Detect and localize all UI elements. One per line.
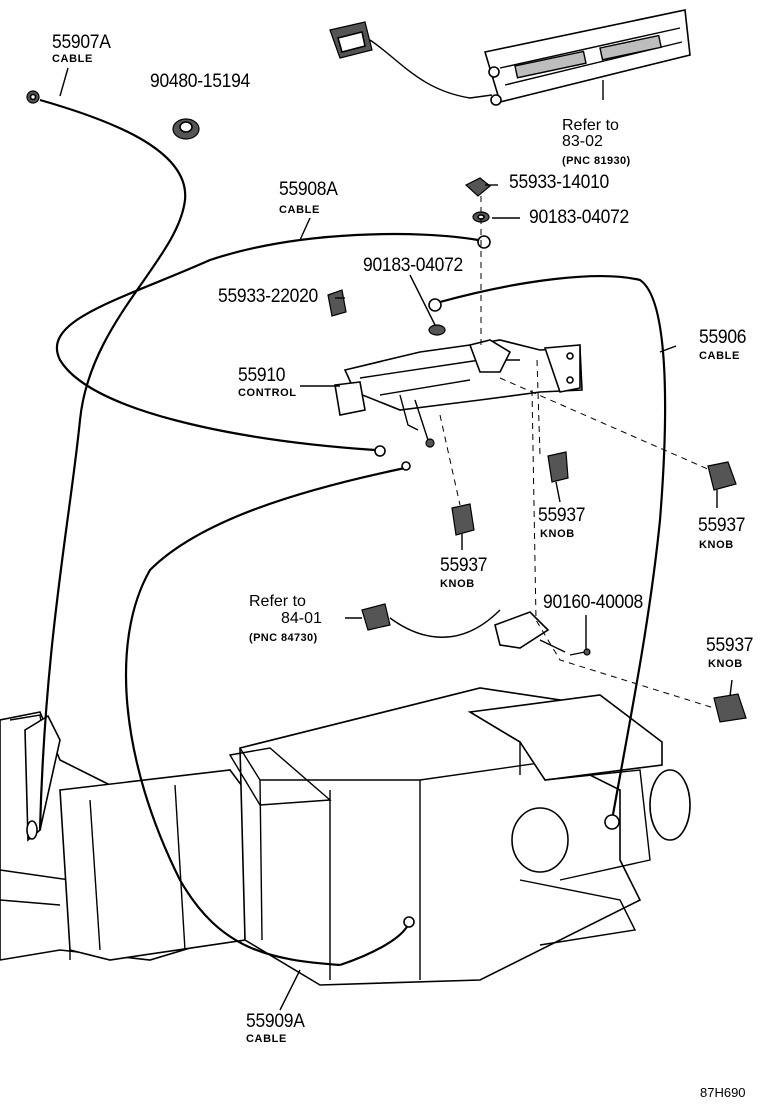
blower-switch-84-01 [361,603,566,653]
ref-83-label: Refer to [562,117,619,134]
part-55907a-desc: CABLE [52,53,93,65]
part-55910-number: 55910 [238,365,286,386]
part-55937-c-number: 55937 [440,555,488,576]
hardware [327,177,591,656]
cable-55909a [124,461,415,967]
cable-55908a [55,232,491,457]
part-55909a-desc: CABLE [246,1033,287,1045]
part-55937-d-number: 55937 [706,635,754,656]
part-55908a-number: 55908A [279,179,338,200]
part-55906-number: 55906 [699,327,747,348]
ref-84-label: Refer to [249,593,306,610]
part-55933-14010: 55933-14010 [509,172,610,193]
part-90160-40008: 90160-40008 [543,592,644,613]
leader-lines [59,67,733,1011]
part-55937-d-desc: KNOB [708,658,743,670]
knobs-55937 [451,451,747,723]
part-55909a-number: 55909A [246,1011,305,1032]
part-55910-desc: CONTROL [238,387,297,399]
part-55937-b-desc: KNOB [699,539,734,551]
part-90183-04072-b: 90183-04072 [363,255,464,276]
part-55906-desc: CABLE [699,350,740,362]
part-55937-a-desc: KNOB [540,528,575,540]
part-55937-a-number: 55937 [538,505,586,526]
cable-55906 [428,275,667,830]
ref-84-code: 84-01 [281,610,322,627]
control-panel-83-02 [329,9,691,106]
part-55937-c-desc: KNOB [440,578,475,590]
part-55933-22020: 55933-22020 [218,286,319,307]
cable-55907a [26,90,187,840]
ref-84-pnc: (PNC 84730) [249,632,318,644]
part-55937-b-number: 55937 [698,515,746,536]
figure-id: 87H690 [700,1085,746,1100]
part-90183-04072-a: 90183-04072 [529,207,630,228]
part-55908a-desc: CABLE [279,204,320,216]
heater-unit [0,687,691,986]
ref-83-code: 83-02 [562,133,603,150]
ref-83-pnc: (PNC 81930) [562,155,631,167]
clip-90480-15194 [172,118,200,140]
part-55907a-number: 55907A [52,32,111,53]
part-90480-15194: 90480-15194 [150,71,251,92]
control-55910 [334,339,583,448]
